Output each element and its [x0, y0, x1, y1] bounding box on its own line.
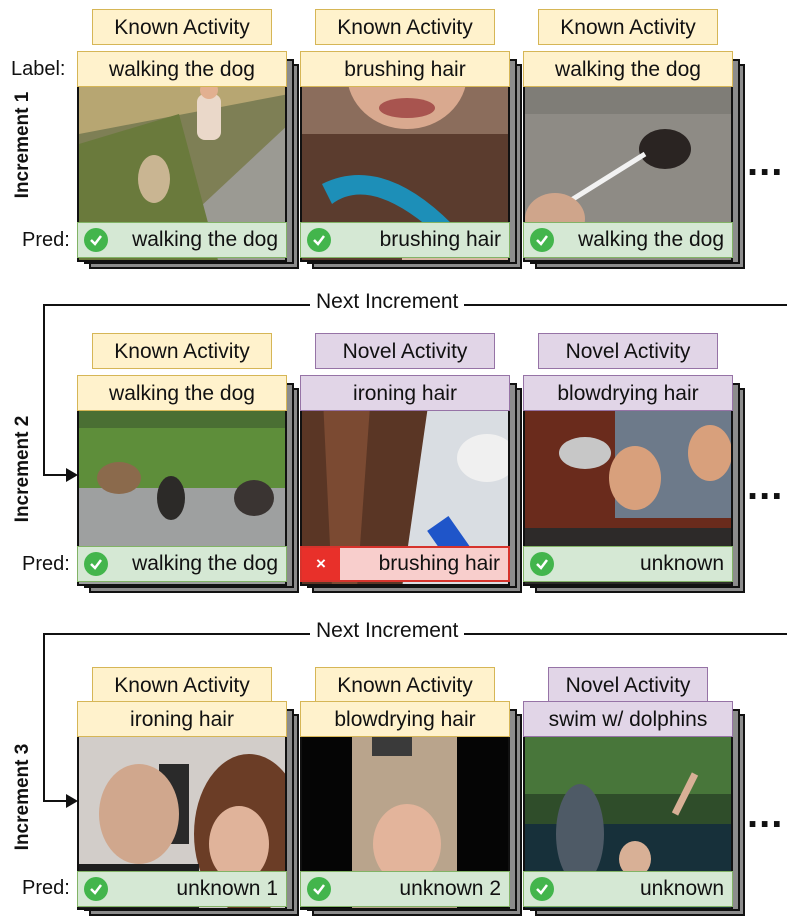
- ellipsis: ...: [747, 140, 784, 184]
- status-tag: Known Activity: [315, 9, 495, 45]
- check-icon: [307, 228, 331, 252]
- pred-text: unknown: [639, 552, 724, 575]
- x-icon: ×: [302, 548, 340, 580]
- label-tag: walking the dog: [77, 51, 287, 87]
- status-tag: Novel Activity: [315, 333, 495, 369]
- pred-bar: walking the dog: [77, 222, 287, 258]
- label-tag: ironing hair: [300, 375, 510, 411]
- pred-text: brushing hair: [378, 552, 500, 575]
- pred-text: walking the dog: [132, 228, 278, 251]
- check-icon: [84, 228, 108, 252]
- check-icon: [530, 228, 554, 252]
- pred-text: unknown 1: [176, 877, 278, 900]
- pred-text: walking the dog: [132, 552, 278, 575]
- check-icon: [307, 877, 331, 901]
- pred-bar: unknown: [523, 546, 733, 582]
- status-tag: Known Activity: [92, 667, 272, 703]
- pred-bar: walking the dog: [77, 546, 287, 582]
- pred-prefix: Pred:: [22, 877, 70, 899]
- pred-bar: unknown 1: [77, 871, 287, 907]
- next-increment-label: Next Increment: [310, 619, 465, 643]
- pred-bar: brushing hair: [300, 222, 510, 258]
- label-tag: walking the dog: [523, 51, 733, 87]
- pred-prefix: Pred:: [22, 229, 70, 251]
- increment-label: Increment 1: [12, 91, 33, 199]
- pred-text: unknown 2: [399, 877, 501, 900]
- pred-bar-incorrect: × brushing hair: [300, 546, 510, 582]
- next-increment-label: Next Increment: [310, 290, 465, 314]
- check-icon: [84, 877, 108, 901]
- label-tag: swim w/ dolphins: [523, 701, 733, 737]
- increment-label: Increment 2: [12, 415, 33, 523]
- check-icon: [530, 552, 554, 576]
- pred-bar: walking the dog: [523, 222, 733, 258]
- ellipsis: ...: [747, 792, 784, 836]
- status-tag: Novel Activity: [538, 333, 718, 369]
- label-prefix: Label:: [11, 58, 66, 80]
- pred-text: brushing hair: [379, 228, 501, 251]
- pred-text: unknown: [639, 877, 724, 900]
- label-tag: walking the dog: [77, 375, 287, 411]
- label-tag: ironing hair: [77, 701, 287, 737]
- label-tag: brushing hair: [300, 51, 510, 87]
- label-tag: blowdrying hair: [300, 701, 510, 737]
- pred-prefix: Pred:: [22, 553, 70, 575]
- status-tag: Novel Activity: [548, 667, 708, 703]
- status-tag: Known Activity: [92, 333, 272, 369]
- status-tag: Known Activity: [315, 667, 495, 703]
- label-tag: blowdrying hair: [523, 375, 733, 411]
- pred-text: walking the dog: [578, 228, 724, 251]
- increment-label: Increment 3: [12, 743, 33, 851]
- status-tag: Known Activity: [538, 9, 718, 45]
- pred-bar: unknown 2: [300, 871, 510, 907]
- check-icon: [530, 877, 554, 901]
- status-tag: Known Activity: [92, 9, 272, 45]
- check-icon: [84, 552, 108, 576]
- ellipsis: ...: [747, 464, 784, 508]
- pred-bar: unknown: [523, 871, 733, 907]
